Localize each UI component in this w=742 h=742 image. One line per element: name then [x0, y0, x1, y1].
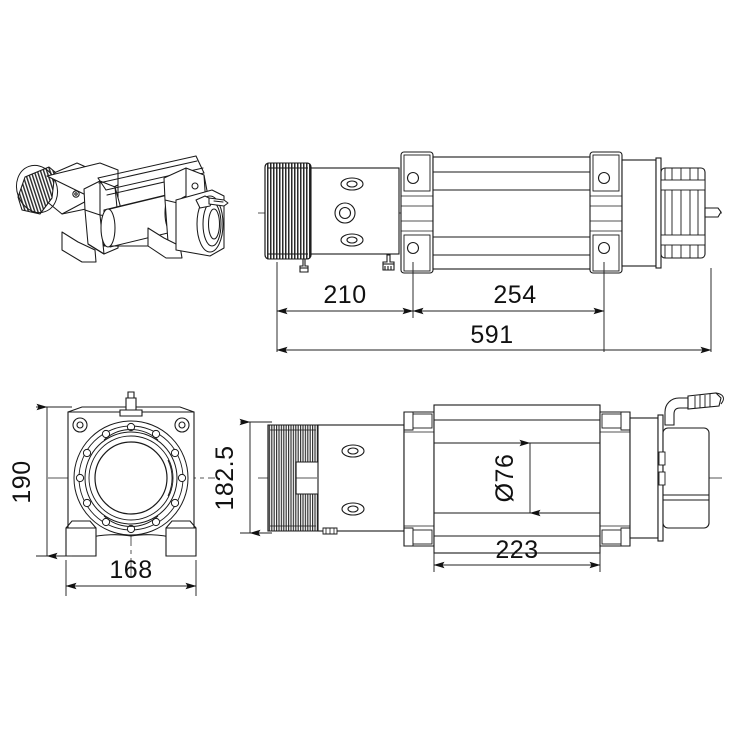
dim-254-text: 254 — [493, 281, 536, 309]
top-bracket-right-hole-lower — [597, 241, 611, 255]
dim-76-text: Ø76 — [491, 454, 519, 503]
top-bracket-left-hole-upper — [406, 171, 420, 185]
top-bracket-left-hole-lower — [406, 241, 420, 255]
top-bracket-right — [589, 151, 623, 274]
side-view-dimensions — [239, 418, 601, 572]
side-bracket-right — [599, 411, 631, 547]
top-view-dimensions — [276, 262, 712, 354]
side-motor-body — [317, 424, 405, 535]
top-motor-fins — [264, 162, 312, 260]
top-motor-body — [299, 167, 400, 273]
top-drum — [432, 156, 599, 270]
dim-1825-text: 182.5 — [211, 445, 239, 510]
view-isometric — [15, 155, 229, 263]
front-view-dimensions — [36, 403, 197, 596]
view-side — [258, 392, 724, 554]
top-gearbox — [621, 157, 722, 269]
top-bracket-right-hole-upper — [597, 171, 611, 185]
view-front — [48, 391, 215, 580]
dim-210-text: 210 — [323, 281, 366, 309]
side-bracket-left — [403, 411, 435, 547]
iso-gearbox — [175, 189, 229, 257]
dim-168-text: 168 — [109, 556, 152, 584]
view-top — [258, 151, 722, 274]
dim-591-text: 591 — [470, 321, 513, 349]
side-gearbox — [629, 392, 724, 542]
front-bolt-holes — [75, 422, 187, 534]
side-drum — [433, 404, 601, 554]
dim-223-text: 223 — [495, 536, 538, 564]
top-bracket-left — [400, 151, 434, 274]
dim-190-text: 190 — [8, 460, 36, 503]
